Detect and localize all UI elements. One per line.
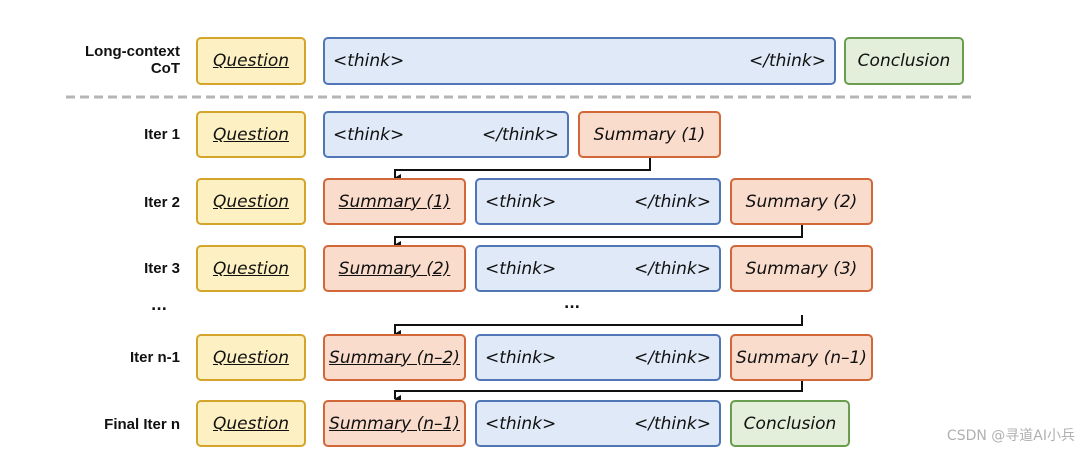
summary-box-iter2-input: Summary (1) (323, 178, 466, 225)
row-label-iter3: Iter 3 (144, 260, 180, 277)
row-label-iter1: Iter 1 (144, 126, 180, 143)
summary-label: Summary (n–1) (736, 347, 867, 368)
conclusion-box-long-context: Conclusion (844, 37, 964, 85)
think-close-tag: </think> (749, 51, 826, 71)
summary-label: Summary (2) (745, 191, 858, 212)
summary-box-itern1-input: Summary (n–2) (323, 334, 466, 381)
summary-label: Summary (n–2) (329, 347, 460, 368)
conclusion-label: Conclusion (743, 413, 837, 434)
row-label-long-context-line2: CoT (150, 60, 180, 77)
question-box-iter1: Question (196, 111, 306, 158)
watermark: CSDN @寻道AI小兵 (946, 428, 1075, 444)
middle-ellipsis: ... (564, 296, 580, 312)
question-label: Question (212, 413, 290, 434)
think-box-final: <think> </think> (475, 400, 721, 447)
think-box-itern1: <think> </think> (475, 334, 721, 381)
summary-label: Summary (3) (745, 258, 858, 279)
question-label: Question (212, 191, 290, 212)
summary-label: Summary (1) (338, 191, 451, 212)
conclusion-label: Conclusion (857, 51, 951, 71)
think-box-iter2: <think> </think> (475, 178, 721, 225)
question-label: Question (212, 124, 290, 145)
conclusion-box-final: Conclusion (730, 400, 850, 447)
question-label: Question (212, 51, 290, 71)
think-close-tag: </think> (634, 347, 711, 368)
think-close-tag: </think> (634, 258, 711, 279)
think-open-tag: <think> (485, 347, 557, 368)
summary-box-final-input: Summary (n–1) (323, 400, 466, 447)
think-close-tag: </think> (634, 191, 711, 212)
summary-box-iter3-output: Summary (3) (730, 245, 873, 292)
arrow-itern1-to-final (394, 381, 803, 403)
question-box-iter3: Question (196, 245, 306, 292)
row-label-itern1: Iter n-1 (129, 349, 180, 366)
think-box-iter3: <think> </think> (475, 245, 721, 292)
think-close-tag: </think> (634, 413, 711, 434)
summary-label: Summary (n–1) (329, 413, 460, 434)
question-box-long-context: Question (196, 37, 306, 85)
summary-box-iter2-output: Summary (2) (730, 178, 873, 225)
arrow-iter3-to-itern1 (394, 315, 803, 338)
think-open-tag: <think> (485, 258, 557, 279)
arrow-iter2-to-iter3 (394, 225, 803, 249)
question-box-iter2: Question (196, 178, 306, 225)
arrow-iter1-to-iter2 (394, 158, 651, 182)
summary-label: Summary (1) (593, 124, 706, 145)
think-close-tag: </think> (482, 124, 559, 145)
summary-box-iter3-input: Summary (2) (323, 245, 466, 292)
think-box-iter1: <think> </think> (323, 111, 569, 158)
think-open-tag: <think> (333, 51, 405, 71)
think-box-long-context: <think> </think> (323, 37, 836, 85)
question-box-final: Question (196, 400, 306, 447)
row-label-ellipsis: ... (151, 298, 167, 314)
row-label-long-context-line1: Long-context (85, 43, 180, 60)
row-label-final: Final Iter n (104, 416, 180, 433)
question-label: Question (212, 258, 290, 279)
summary-box-itern1-output: Summary (n–1) (730, 334, 873, 381)
think-open-tag: <think> (485, 413, 557, 434)
summary-box-iter1-output: Summary (1) (578, 111, 721, 158)
question-label: Question (212, 347, 290, 368)
question-box-itern1: Question (196, 334, 306, 381)
row-label-long-context: Long-context CoT (60, 43, 180, 77)
think-open-tag: <think> (485, 191, 557, 212)
row-label-iter2: Iter 2 (144, 194, 180, 211)
summary-label: Summary (2) (338, 258, 451, 279)
think-open-tag: <think> (333, 124, 405, 145)
